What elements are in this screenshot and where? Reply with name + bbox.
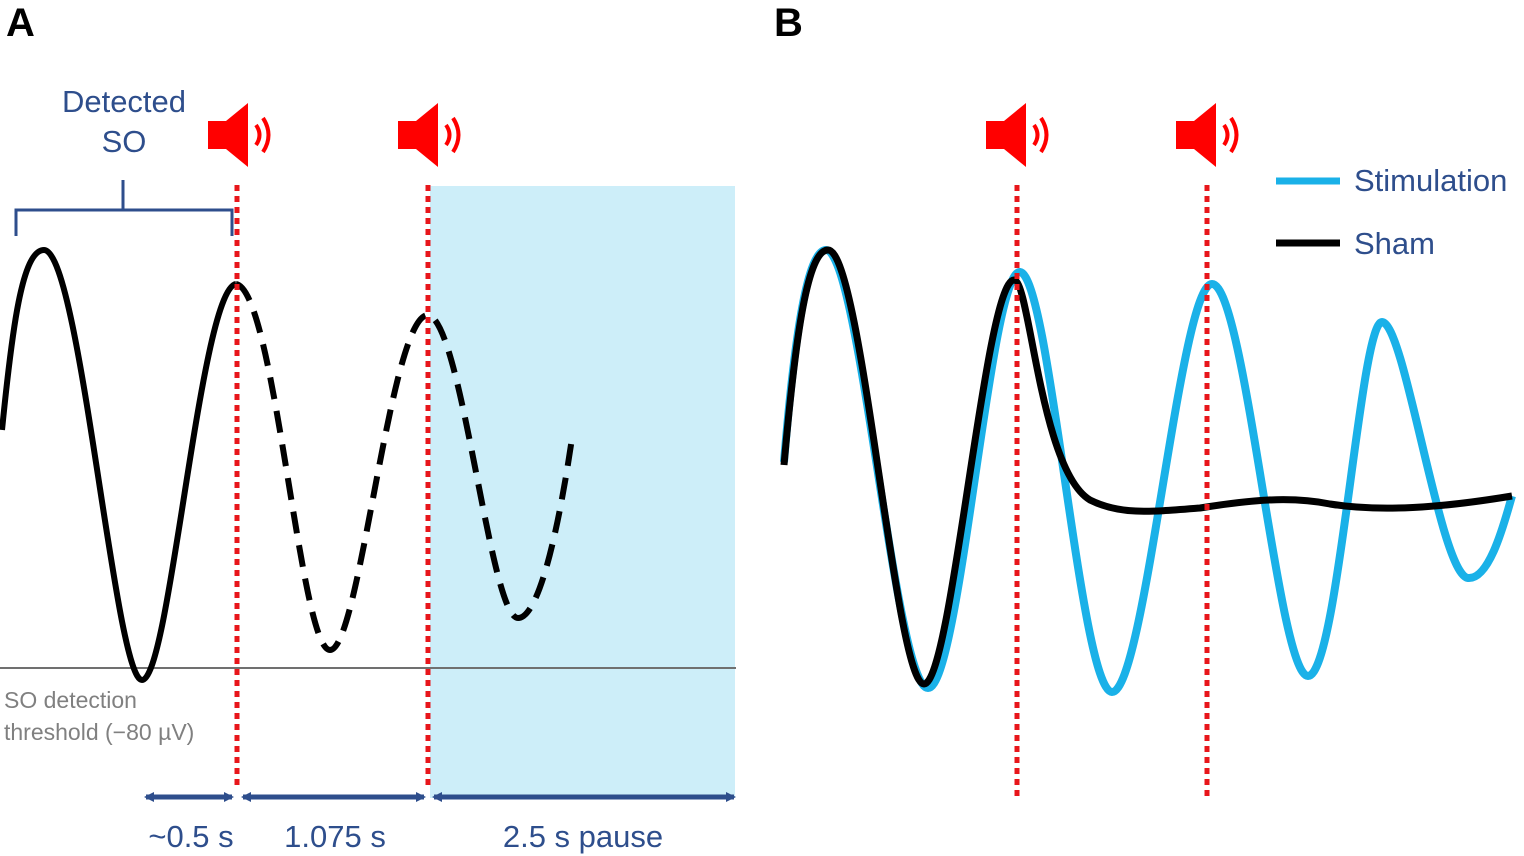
panel-b-label: B xyxy=(774,1,803,45)
speaker-icon xyxy=(398,103,461,167)
eeg-wave-detected xyxy=(0,246,238,684)
pause-region xyxy=(430,186,735,798)
legend-stimulation-label: Stimulation xyxy=(1354,163,1507,198)
legend-sham-label: Sham xyxy=(1354,226,1435,261)
speaker-icon xyxy=(1176,103,1239,167)
interval-label-2: 1.075 s xyxy=(284,819,386,854)
eeg-wave-predicted xyxy=(234,281,575,654)
panel-a: A Detected SO SO detection threshold (−8… xyxy=(0,1,736,854)
interval-label-3: 2.5 s pause xyxy=(503,819,663,854)
panel-b: B Stimulation Sham xyxy=(774,1,1516,800)
speaker-icon xyxy=(986,103,1049,167)
interval-label-1: ~0.5 s xyxy=(148,819,233,854)
legend: Stimulation Sham xyxy=(1276,163,1507,261)
sham-trace xyxy=(780,246,1513,688)
stimulation-trace xyxy=(780,245,1516,697)
detected-so-label-line1: Detected xyxy=(62,84,186,119)
threshold-label-line2: threshold (−80 µV) xyxy=(4,719,194,745)
detected-so-label-line2: SO xyxy=(102,124,147,159)
detected-so-bracket xyxy=(14,180,234,236)
threshold-label-line1: SO detection xyxy=(4,687,137,713)
panel-a-label: A xyxy=(6,1,35,45)
speaker-icon xyxy=(208,103,271,167)
